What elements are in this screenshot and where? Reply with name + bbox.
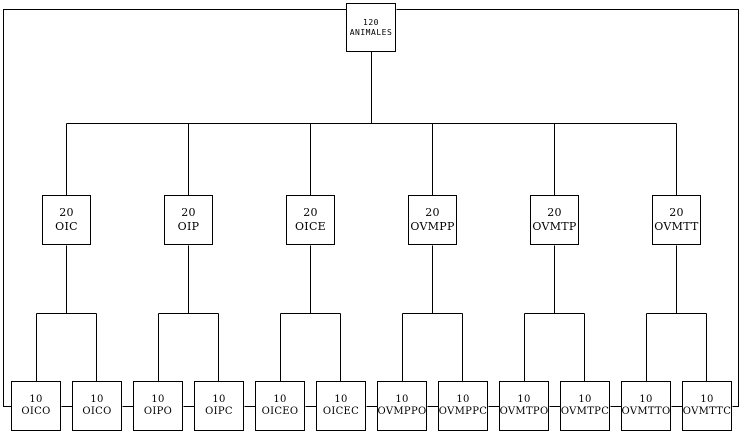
group-count: 20 (425, 206, 440, 220)
leaf-node-ovmtpo: 10 OVMTPO (499, 381, 549, 431)
group-node-oice: 20 OICE (286, 195, 335, 245)
group-label: OIP (177, 220, 200, 233)
leaf-label: OICO (21, 406, 51, 417)
group-label: OVMTP (532, 220, 577, 233)
leaf-label: OICO (82, 406, 112, 417)
leaf-label: OIPC (205, 406, 233, 417)
leaf-node-ovmttc: 10 OVMTTC (682, 381, 732, 431)
leaf-node-oico-1: 10 OICO (11, 381, 61, 431)
leaf-count: 10 (517, 393, 531, 405)
leaf-label: OVMPPC (438, 406, 488, 417)
root-count: 120 (363, 17, 379, 27)
leaf-label: OICEC (322, 406, 360, 417)
leaf-node-oiceo: 10 OICEO (255, 381, 305, 431)
leaf-count: 10 (273, 393, 287, 405)
leaf-label: OVMTTO (621, 406, 671, 417)
leaf-label: OIPO (143, 406, 173, 417)
root-node: 120 ANIMALES (346, 3, 396, 52)
group-count: 20 (669, 206, 684, 220)
group-label: OVMPP (410, 220, 455, 233)
leaf-node-ovmtpc: 10 OVMTPC (560, 381, 610, 431)
group-count: 20 (547, 206, 562, 220)
leaf-count: 10 (90, 393, 104, 405)
group-label: OIC (55, 220, 78, 233)
leaf-node-oico-2: 10 OICO (72, 381, 122, 431)
leaf-count: 10 (334, 393, 348, 405)
leaf-label: OVMTPC (560, 406, 610, 417)
leaf-node-oipc: 10 OIPC (194, 381, 244, 431)
leaf-label: OICEO (261, 406, 299, 417)
leaf-count: 10 (151, 393, 165, 405)
leaf-count: 10 (395, 393, 409, 405)
group-count: 20 (303, 206, 318, 220)
leaf-node-oipo: 10 OIPO (133, 381, 183, 431)
group-count: 20 (181, 206, 196, 220)
root-label: ANIMALES (349, 27, 393, 37)
group-node-oip: 20 OIP (164, 195, 213, 245)
leaf-label: OVMTTC (682, 406, 732, 417)
group-node-oic: 20 OIC (42, 195, 91, 245)
root-connector (66, 51, 677, 124)
leaf-label: OVMTPO (499, 406, 549, 417)
group-drop-lines (66, 123, 677, 196)
leaf-node-ovmppo: 10 OVMPPO (377, 381, 427, 431)
group-node-ovmtt: 20 OVMTT (652, 195, 701, 245)
leaf-node-ovmtto: 10 OVMTTO (621, 381, 671, 431)
group-node-ovmtp: 20 OVMTP (530, 195, 579, 245)
leaf-node-ovmppc: 10 OVMPPC (438, 381, 488, 431)
leaf-count: 10 (29, 393, 43, 405)
group-count: 20 (59, 206, 74, 220)
leaf-label: OVMPPO (377, 406, 427, 417)
outer-frame-line (3, 9, 739, 407)
leaf-count: 10 (700, 393, 714, 405)
group-node-ovmpp: 20 OVMPP (408, 195, 457, 245)
leaf-count: 10 (639, 393, 653, 405)
leaf-count: 10 (456, 393, 470, 405)
leaf-count: 10 (212, 393, 226, 405)
leaf-count: 10 (578, 393, 592, 405)
leaf-branch-lines (36, 245, 707, 382)
leaf-node-oicec: 10 OICEC (316, 381, 366, 431)
group-label: OICE (294, 220, 326, 233)
group-label: OVMTT (654, 220, 699, 233)
